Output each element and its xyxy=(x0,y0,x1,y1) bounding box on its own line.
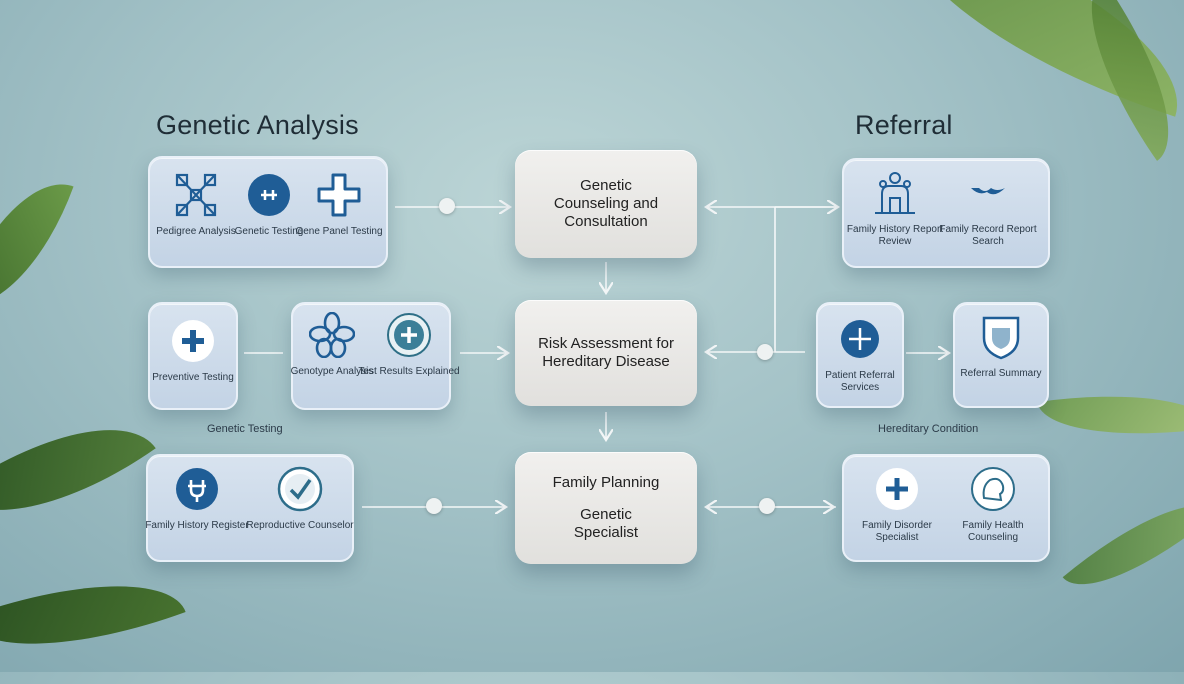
junction-dot xyxy=(759,498,775,514)
item-label: Family History Register xyxy=(145,520,249,531)
panel-right-mid-a xyxy=(816,302,904,408)
item-label: Preventive Testing xyxy=(152,372,234,383)
item-label: Test Results Explained xyxy=(358,366,460,377)
heading-referral: Referral xyxy=(855,110,953,140)
panel-item: Pedigree Analysis xyxy=(141,172,251,238)
center-line: Counseling and xyxy=(553,195,659,212)
center-line: Genetic xyxy=(580,506,632,523)
panel-item: Referral Summary xyxy=(946,314,1056,380)
panel-item: Family Health Counseling xyxy=(938,466,1048,544)
specialist-icon xyxy=(841,320,879,358)
junction-dot xyxy=(426,498,442,514)
center-box-family-planning: Family Planning Genetic Specialist xyxy=(515,452,697,564)
center-line: Consultation xyxy=(564,213,648,230)
item-label: Referral Summary xyxy=(960,368,1042,379)
heading-genetic-analysis: Genetic Analysis xyxy=(156,110,359,140)
connector-icon xyxy=(176,468,218,510)
item-label: Patient Referral Services xyxy=(825,370,895,393)
caption-hereditary-condition: Hereditary Condition xyxy=(878,423,979,435)
panel-item: Preventive Testing xyxy=(138,318,248,384)
panel-item: Genetic Testing xyxy=(214,172,324,238)
item-label: Genotype Analysis xyxy=(290,366,374,377)
panel-item: Gene Panel Testing xyxy=(284,172,394,238)
panel-item: Family History Report Review xyxy=(840,170,950,248)
panel-item: Family Record Report Search xyxy=(933,170,1043,248)
medical-cross-icon xyxy=(317,173,361,217)
center-line: Genetic xyxy=(580,177,632,194)
plus-badge-icon xyxy=(387,313,431,357)
panel-item: Patient Referral Services xyxy=(805,316,915,394)
flower-icon xyxy=(309,312,355,358)
item-label: Genetic Testing xyxy=(234,226,304,237)
panel-item: Test Results Explained xyxy=(354,312,464,378)
center-line: Hereditary Disease xyxy=(542,353,670,370)
bird-icon xyxy=(971,188,1005,195)
panel-left-bottom xyxy=(146,454,354,562)
shield-icon xyxy=(982,316,1020,360)
plus-circle-icon xyxy=(876,468,918,510)
center-line: Specialist xyxy=(573,524,639,541)
caption-genetic-testing: Genetic Testing xyxy=(207,423,283,435)
junction-dot xyxy=(757,344,773,360)
item-label: Family Health Counseling xyxy=(962,520,1024,543)
panel-item: Family Disorder Specialist xyxy=(842,466,952,544)
center-box-risk-assessment: Risk Assessment for Hereditary Disease xyxy=(515,300,697,406)
link-circle-icon xyxy=(248,174,290,216)
item-label: Family Disorder Specialist xyxy=(861,520,932,543)
item-label: Gene Panel Testing xyxy=(295,226,383,237)
item-label: Pedigree Analysis xyxy=(156,226,236,237)
center-box-counseling: Genetic Counseling and Consultation xyxy=(515,150,697,258)
junction-dot xyxy=(439,198,455,214)
item-label: Reproductive Counselor xyxy=(246,520,354,531)
panel-right-bottom xyxy=(842,454,1050,562)
profile-head-icon xyxy=(971,467,1015,511)
check-circle-icon xyxy=(277,466,323,512)
item-label: Family Record Report Search xyxy=(939,224,1037,247)
dna-grid-icon xyxy=(175,173,217,217)
center-line: Risk Assessment for xyxy=(538,335,674,352)
panel-item: Family History Register xyxy=(142,466,252,532)
center-title: Family Planning xyxy=(552,474,660,491)
plus-circle-icon xyxy=(172,320,214,362)
panel-item: Genotype Analysis xyxy=(277,312,387,378)
panel-item: Reproductive Counselor xyxy=(245,466,355,532)
item-label: Family History Report Review xyxy=(846,224,944,247)
family-tree-icon xyxy=(875,172,915,214)
